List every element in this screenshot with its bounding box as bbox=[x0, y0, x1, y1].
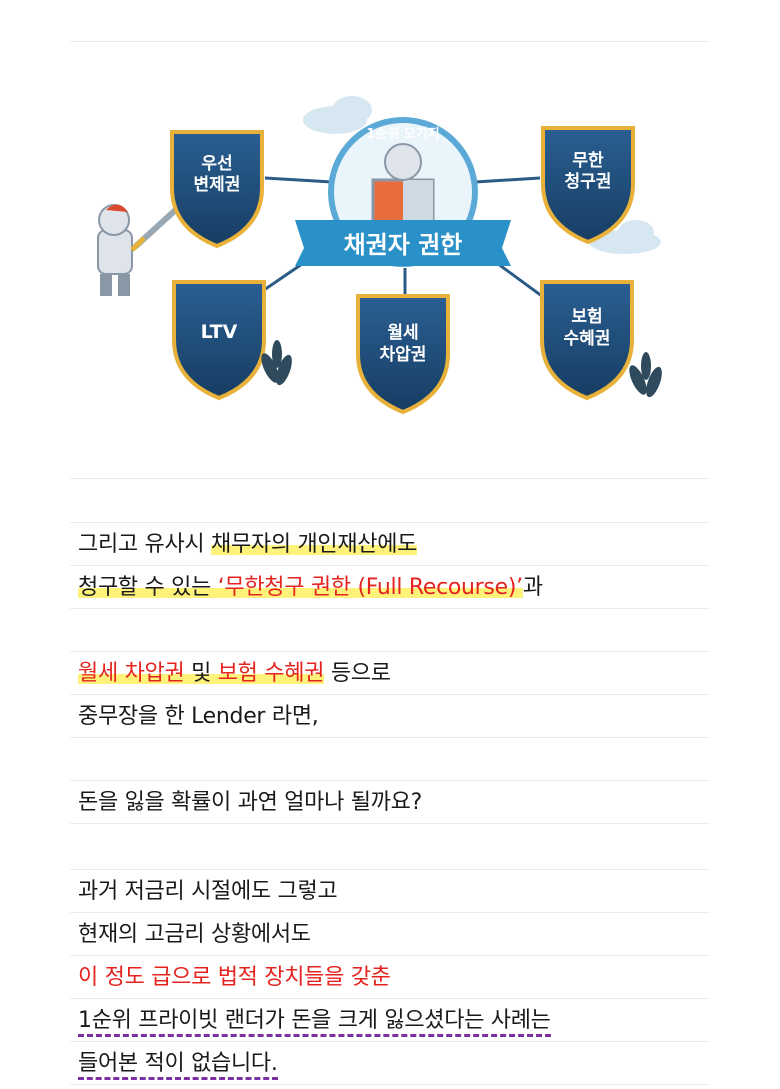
shield-insurance-benefit: 보험 수혜권 bbox=[540, 280, 634, 401]
text-line-8: 이 정도 급으로 법적 장치들을 갖춘 bbox=[78, 965, 391, 990]
shield-rent-seizure: 월세 차압권 bbox=[356, 294, 450, 415]
shield-label: 변제권 bbox=[194, 175, 241, 195]
divider bbox=[70, 608, 710, 609]
shield-label: 수혜권 bbox=[564, 329, 611, 349]
highlighted-text: 채무자의 개인재산에도 bbox=[211, 532, 418, 557]
divider bbox=[70, 823, 710, 824]
plant-icon bbox=[629, 352, 662, 398]
knight-icon bbox=[97, 201, 185, 296]
highlighted-text: 청구할 수 있는 bbox=[78, 575, 218, 600]
divider bbox=[70, 869, 710, 870]
shield-label: 차압권 bbox=[380, 344, 427, 365]
creditor-rights-illustration: 채권자 권한 1순위 모기지 우선 변제권 무한 청구권 LTV 월세 차압권 … bbox=[97, 96, 662, 415]
text-line-9: 1순위 프라이빗 랜더가 돈을 크게 잃으셨다는 사례는 bbox=[78, 1006, 551, 1037]
dashed-underline-text: 들어본 적이 없습니다. bbox=[78, 1051, 278, 1080]
shield-full-recourse: 무한 청구권 bbox=[541, 126, 635, 245]
shield-label: 청구권 bbox=[565, 171, 612, 192]
text-line-3: 월세 차압권 및 보험 수혜권 등으로 bbox=[78, 661, 391, 686]
banner-top-text: 1순위 모기지 bbox=[366, 127, 439, 142]
divider bbox=[70, 780, 710, 781]
text-line-10: 들어본 적이 없습니다. bbox=[78, 1049, 278, 1080]
shield-label: LTV bbox=[201, 321, 238, 343]
divider bbox=[70, 737, 710, 738]
highlighted-red-text: 보험 수혜권 bbox=[217, 661, 325, 686]
banner-main-text: 채권자 권한 bbox=[344, 231, 463, 259]
shield-label: 월세 bbox=[387, 323, 418, 343]
cloud-icon bbox=[589, 220, 661, 254]
divider bbox=[70, 912, 710, 913]
divider bbox=[70, 651, 710, 652]
center-emblem: 채권자 권한 1순위 모기지 bbox=[295, 117, 511, 267]
divider bbox=[70, 1041, 710, 1042]
divider bbox=[70, 998, 710, 999]
cloud-icon bbox=[303, 96, 372, 134]
text-line-6: 과거 저금리 시절에도 그렇고 bbox=[78, 879, 338, 904]
shield-ltv: LTV bbox=[172, 280, 266, 401]
divider bbox=[70, 955, 710, 956]
divider bbox=[70, 694, 710, 695]
shield-label: 무한 bbox=[572, 151, 604, 171]
text-line-5: 돈을 잃을 확률이 과연 얼마나 될까요? bbox=[78, 790, 422, 815]
shield-label: 보험 bbox=[571, 306, 602, 327]
shield-priority-repayment: 우선 변제권 bbox=[170, 130, 264, 249]
dashed-underline-text: 1순위 프라이빗 랜더가 돈을 크게 잃으셨다는 사례는 bbox=[78, 1008, 551, 1037]
highlighted-red-text: ‘무한청구 권한 (Full Recourse)’ bbox=[217, 575, 523, 600]
divider bbox=[70, 565, 710, 566]
divider bbox=[70, 478, 710, 479]
shield-label: 우선 bbox=[201, 154, 232, 174]
plant-icon bbox=[261, 340, 292, 386]
text-line-7: 현재의 고금리 상황에서도 bbox=[78, 922, 311, 947]
top-divider bbox=[70, 41, 710, 42]
divider bbox=[70, 522, 710, 523]
divider bbox=[70, 1084, 710, 1085]
text-line-2: 청구할 수 있는 ‘무한청구 권한 (Full Recourse)’과 bbox=[78, 575, 543, 600]
highlighted-red-text: 월세 차압권 bbox=[78, 661, 185, 686]
text-line-1: 그리고 유사시 채무자의 개인재산에도 bbox=[78, 532, 418, 557]
text-line-4: 중무장을 한 Lender 라면, bbox=[78, 704, 319, 729]
